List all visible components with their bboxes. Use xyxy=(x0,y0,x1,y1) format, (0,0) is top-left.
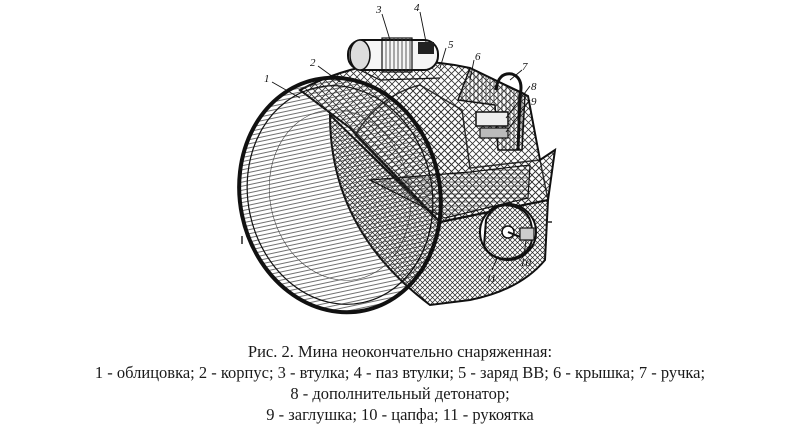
caption-line: 8 - дополнительный детонатор; xyxy=(290,384,510,403)
callout-4: 4 xyxy=(414,2,420,14)
callout-6: 6 xyxy=(475,51,481,63)
callout-2: 2 xyxy=(310,57,316,69)
callout-1: 1 xyxy=(264,73,270,85)
caption-title: Рис. 2. Мина неокончательно снаряженная: xyxy=(247,342,553,361)
callout-9: 9 xyxy=(531,96,537,108)
knob-handle xyxy=(479,203,537,261)
trunnion xyxy=(519,227,535,241)
callout-5: 5 xyxy=(448,39,454,51)
caption-line: 1 - облицовка; 2 - корпус; 3 - втулка; 4… xyxy=(94,363,706,382)
callout-11: 11 xyxy=(486,273,496,285)
callout-8: 8 xyxy=(531,81,537,93)
callout-3: 3 xyxy=(375,4,382,16)
handle xyxy=(494,72,523,151)
caption-line: 9 - заглушка; 10 - цапфа; 11 - рукоятка xyxy=(266,405,534,424)
sleeve xyxy=(347,37,439,73)
callout-10: 10 xyxy=(520,257,532,269)
liner-face xyxy=(237,75,443,315)
sleeve-slot xyxy=(418,42,434,54)
callout-7: 7 xyxy=(522,61,528,73)
mine-cutaway-diagram: 1 2 3 4 5 6 7 8 9 10 11 xyxy=(237,2,557,315)
plug xyxy=(479,127,509,139)
figure-caption: Рис. 2. Мина неокончательно снаряженная:… xyxy=(0,341,800,425)
detonator xyxy=(475,111,509,127)
